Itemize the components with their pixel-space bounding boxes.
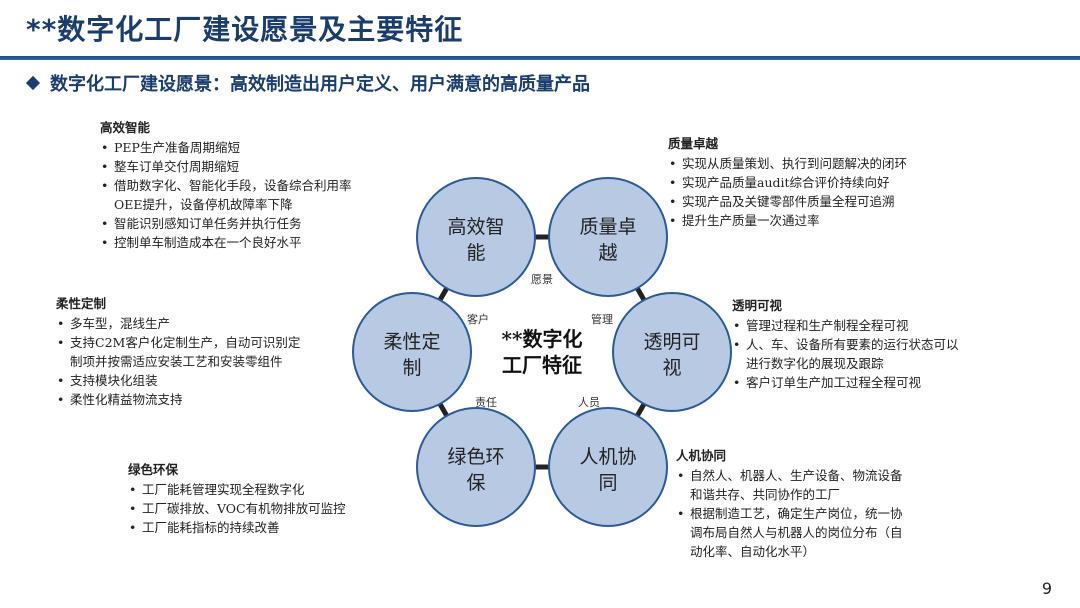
list-item: 调布局自然人与机器人的岗位分布（自 bbox=[690, 525, 903, 540]
node-circle-flexible bbox=[352, 292, 472, 412]
node-label-quality-1: 质量卓 bbox=[579, 216, 636, 238]
list-item: 自然人、机器人、生产设备、物流设备 bbox=[676, 466, 903, 485]
list-item: 工厂能耗管理实现全程数字化 bbox=[128, 480, 346, 499]
list-item: 实现从质量策划、执行到问题解决的闭环 bbox=[668, 154, 907, 173]
block-heading: 质量卓越 bbox=[668, 136, 719, 151]
connector-label-personnel: 人员 bbox=[578, 396, 600, 409]
node-circle-green bbox=[416, 407, 536, 527]
list-item: OEE提升，设备停机故障率下降 bbox=[114, 197, 293, 212]
list-item: 客户订单生产加工过程全程可视 bbox=[732, 373, 959, 392]
node-label-efficient-1: 高效智 bbox=[447, 216, 504, 238]
node-label-collab-2: 同 bbox=[598, 472, 617, 494]
block-transparent: 透明可视 管理过程和生产制程全程可视 人、车、设备所有要素的运行状态可以 进行数… bbox=[732, 296, 959, 392]
list-item: 整车订单交付周期缩短 bbox=[100, 157, 352, 176]
block-heading: 高效智能 bbox=[100, 120, 151, 135]
list-item: 工厂碳排放、VOC有机物排放可监控 bbox=[128, 499, 346, 518]
list-item: 和谐共存、共同协作的工厂 bbox=[690, 487, 841, 502]
list-item: 智能识别感知订单任务并执行任务 bbox=[100, 214, 352, 233]
node-label-efficient-2: 能 bbox=[466, 242, 485, 264]
subtitle-text: 数字化工厂建设愿景：高效制造出用户定义、用户满意的高质量产品 bbox=[50, 74, 590, 95]
connector-label-management: 管理 bbox=[591, 312, 613, 326]
node-label-collab-1: 人机协 bbox=[579, 446, 636, 468]
block-heading: 柔性定制 bbox=[56, 296, 107, 311]
center-label-1: **数字化 bbox=[502, 327, 583, 351]
list-item: 柔性化精益物流支持 bbox=[56, 390, 300, 409]
block-heading: 人机协同 bbox=[676, 448, 727, 463]
block-quality: 质量卓越 实现从质量策划、执行到问题解决的闭环 实现产品质量audit综合评价持… bbox=[668, 134, 907, 230]
connector-label-responsibility: 责任 bbox=[475, 396, 497, 409]
node-circle-transparent bbox=[612, 292, 732, 412]
list-item: 支持模块化组装 bbox=[56, 371, 300, 390]
node-label-transparent-2: 视 bbox=[662, 357, 681, 379]
page-title: **数字化工厂建设愿景及主要特征 bbox=[26, 13, 464, 46]
page-number: 9 bbox=[1041, 579, 1052, 598]
node-circle-quality bbox=[548, 177, 668, 297]
list-item: PEP生产准备周期缩短 bbox=[100, 138, 352, 157]
block-efficient: 高效智能 PEP生产准备周期缩短 整车订单交付周期缩短 借助数字化、智能化手段，… bbox=[100, 118, 352, 252]
block-flexible: 柔性定制 多车型，混线生产 支持C2M客户化定制生产，自动可识别定 制项并按需适… bbox=[56, 294, 300, 409]
list-item: 工厂能耗指标的持续改善 bbox=[128, 518, 346, 537]
list-item: 人、车、设备所有要素的运行状态可以 bbox=[732, 335, 959, 354]
subtitle: 数字化工厂建设愿景：高效制造出用户定义、用户满意的高质量产品 bbox=[25, 70, 590, 96]
list-item: 进行数字化的展现及跟踪 bbox=[746, 356, 884, 371]
connector-label-vision: 愿景 bbox=[531, 273, 553, 286]
node-circle-efficient bbox=[416, 177, 536, 297]
node-circle-collab bbox=[548, 407, 668, 527]
list-item: 实现产品质量audit综合评价持续向好 bbox=[668, 173, 907, 192]
node-label-green-2: 保 bbox=[466, 472, 485, 494]
list-item: 制项并按需适应安装工艺和安装零组件 bbox=[70, 354, 283, 369]
list-item: 动化率、自动化水平） bbox=[690, 544, 816, 559]
block-green: 绿色环保 工厂能耗管理实现全程数字化 工厂碳排放、VOC有机物排放可监控 工厂能… bbox=[128, 460, 346, 537]
block-heading: 绿色环保 bbox=[128, 462, 179, 477]
list-item: 控制单车制造成本在一个良好水平 bbox=[100, 233, 352, 252]
node-label-flexible-2: 制 bbox=[402, 357, 421, 379]
list-item: 多车型，混线生产 bbox=[56, 314, 300, 333]
list-item: 支持C2M客户化定制生产，自动可识别定 bbox=[56, 333, 300, 352]
list-item: 借助数字化、智能化手段，设备综合利用率 bbox=[100, 176, 352, 195]
center-label-2: 工厂特征 bbox=[502, 353, 582, 377]
node-label-transparent-1: 透明可 bbox=[643, 331, 700, 353]
connector-label-customer: 客户 bbox=[467, 312, 489, 326]
list-item: 提升生产质量一次通过率 bbox=[668, 211, 907, 230]
block-collab: 人机协同 自然人、机器人、生产设备、物流设备 和谐共存、共同协作的工厂 根据制造… bbox=[676, 446, 903, 561]
list-item: 管理过程和生产制程全程可视 bbox=[732, 316, 959, 335]
title-rule bbox=[0, 56, 1080, 60]
node-label-quality-2: 越 bbox=[598, 242, 617, 264]
list-item: 根据制造工艺，确定生产岗位，统一协 bbox=[676, 504, 903, 523]
node-label-green-1: 绿色环 bbox=[447, 446, 504, 468]
node-label-flexible-1: 柔性定 bbox=[383, 331, 440, 353]
block-heading: 透明可视 bbox=[732, 298, 783, 313]
list-item: 实现产品及关键零部件质量全程可追溯 bbox=[668, 192, 907, 211]
